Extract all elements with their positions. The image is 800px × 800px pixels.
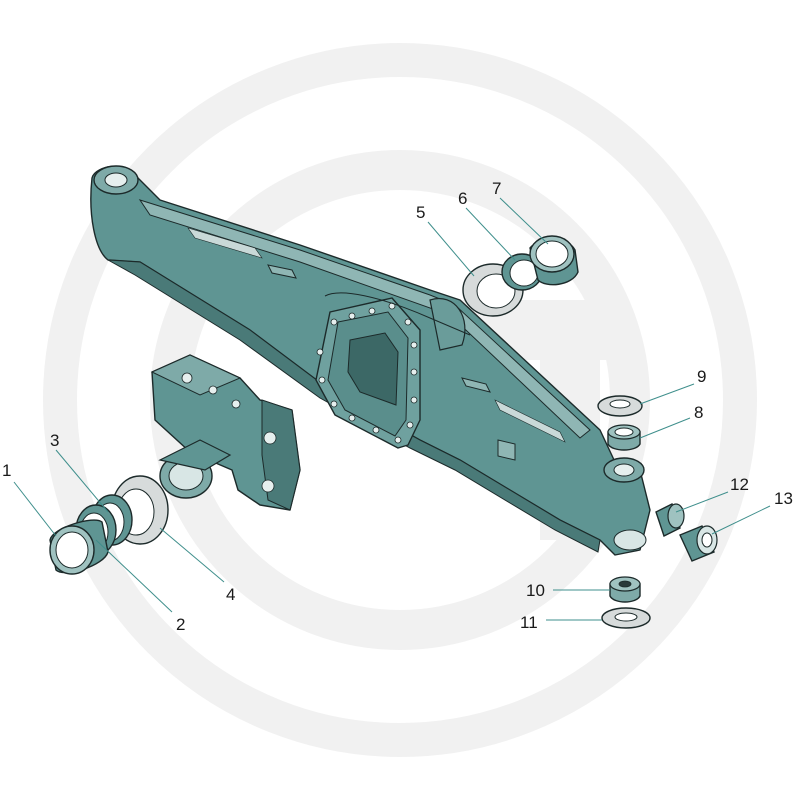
part-6-ring [501, 253, 543, 291]
callout-5: 5 [416, 203, 425, 222]
callout-4: 4 [226, 585, 235, 604]
trunnion-bracket [150, 354, 301, 511]
leader-4 [159, 527, 225, 583]
callout-9: 9 [697, 367, 706, 386]
part-12-sleeve [655, 503, 685, 537]
axle-housing [90, 165, 651, 556]
leader-2 [95, 539, 173, 613]
leader-5 [427, 221, 475, 277]
part-9-washer [597, 395, 643, 417]
leader-9 [639, 383, 695, 405]
part-13-sleeve [679, 525, 718, 562]
callout-13: 13 [774, 489, 793, 508]
part-10-bushing [609, 576, 641, 603]
callout-labels: 1 2 3 4 5 6 7 8 9 10 11 12 13 [2, 179, 793, 634]
callout-10: 10 [526, 581, 545, 600]
callout-2: 2 [176, 615, 185, 634]
leader-8 [639, 417, 691, 439]
leader-lines [13, 197, 771, 621]
leader-1 [13, 481, 57, 537]
callout-8: 8 [694, 403, 703, 422]
leader-7 [499, 197, 549, 245]
part-8-bushing [607, 424, 641, 451]
callout-3: 3 [50, 431, 59, 450]
part-7-bushing [529, 235, 579, 286]
callout-12: 12 [730, 475, 749, 494]
callout-1: 1 [2, 461, 11, 480]
leader-13 [711, 505, 771, 535]
leader-6 [465, 207, 516, 261]
leader-3 [55, 449, 109, 513]
callout-6: 6 [458, 189, 467, 208]
leader-12 [675, 491, 729, 513]
part-11-washer [601, 607, 651, 629]
callout-7: 7 [492, 179, 501, 198]
callout-11: 11 [520, 613, 538, 632]
